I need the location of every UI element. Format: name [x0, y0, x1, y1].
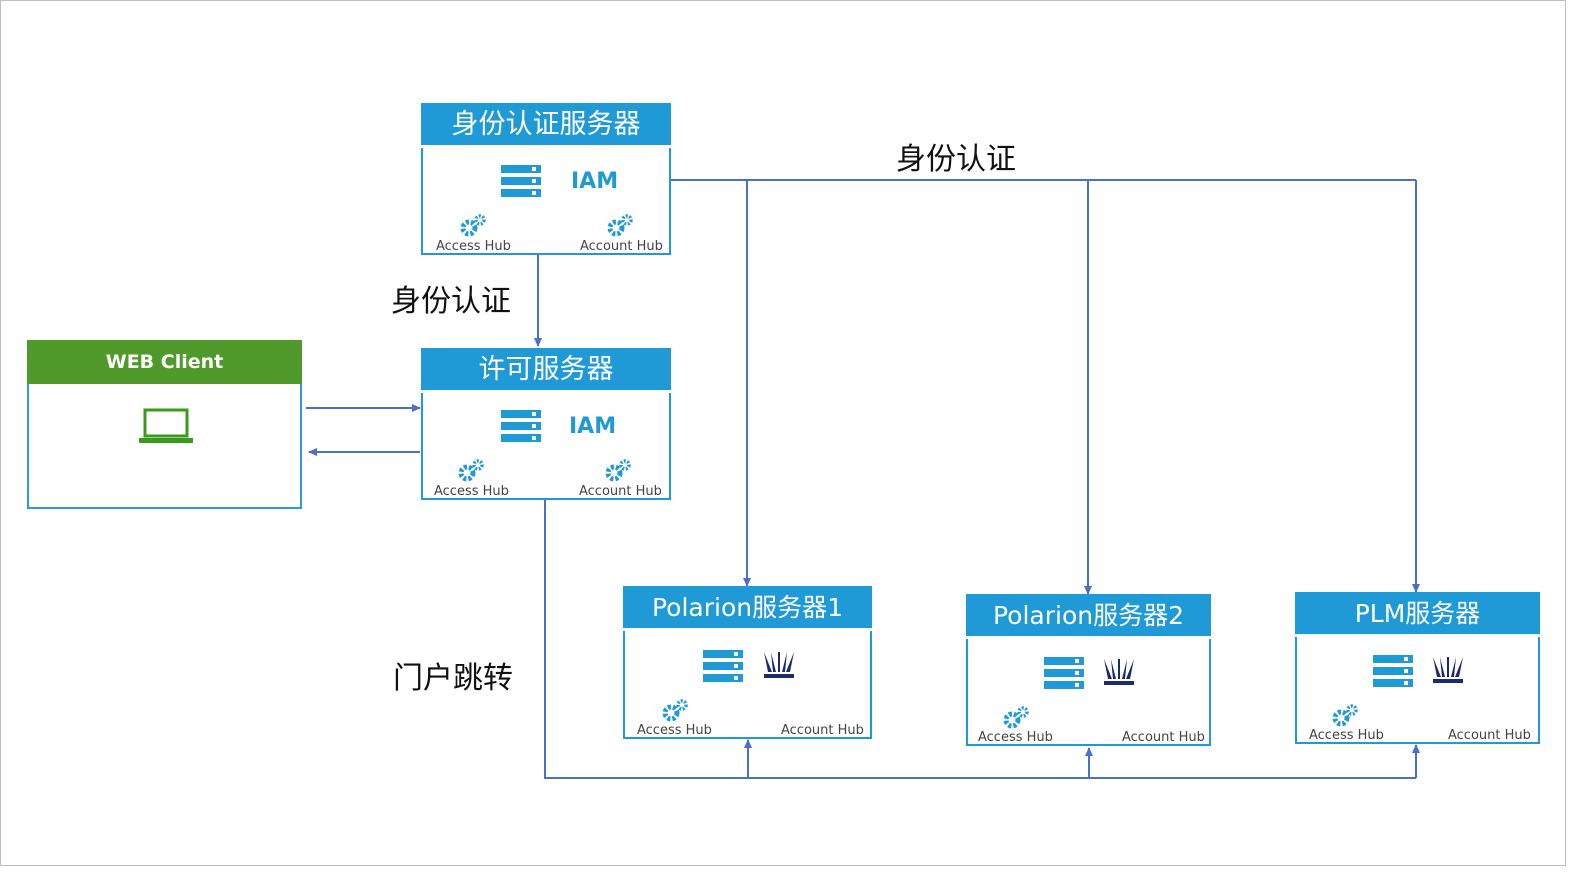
polarion-server-2-box: Polarion服务器2 Access Hub Account Hub [966, 594, 1211, 746]
iam-label: IAM [571, 169, 619, 194]
license-server-title: 许可服务器 [421, 348, 671, 393]
gear-icon [460, 214, 486, 237]
auth-server-box: 身份认证服务器 IAM Access Hub Account Hub [421, 103, 671, 255]
gear-icon [605, 459, 631, 482]
web-client-box: WEB Client [27, 340, 302, 509]
gear-icon [1332, 704, 1358, 727]
server-icon [703, 650, 743, 682]
access-hub-label: Access Hub [436, 239, 511, 254]
gear-icon [662, 699, 688, 722]
gear-icon [1003, 706, 1029, 729]
gear-icon [607, 214, 633, 237]
access-hub-label: Access Hub [637, 723, 712, 738]
account-hub-label: Account Hub [781, 723, 864, 738]
server-icon [1373, 655, 1413, 687]
gear-icon [458, 459, 484, 482]
polarion-server-1-title: Polarion服务器1 [623, 586, 872, 631]
label-auth-left: 身份认证 [391, 284, 511, 319]
polarion-server-2-title: Polarion服务器2 [966, 594, 1211, 639]
server-icon [501, 165, 541, 197]
iam-label: IAM [569, 414, 617, 439]
access-hub-label: Access Hub [434, 484, 509, 499]
access-hub-label: Access Hub [978, 730, 1053, 745]
wire-portal-bus [544, 500, 1416, 779]
laptop-icon [139, 408, 193, 443]
server-icon [1044, 657, 1084, 689]
label-auth-top: 身份认证 [896, 142, 1016, 177]
account-hub-label: Account Hub [580, 239, 663, 254]
account-hub-label: Account Hub [1448, 728, 1531, 743]
web-client-title: WEB Client [27, 340, 302, 384]
diagram-frame [0, 0, 1566, 866]
auth-server-title: 身份认证服务器 [421, 103, 671, 148]
label-portal-redirect: 门户跳转 [393, 661, 513, 696]
polarion-logo-icon [1104, 659, 1134, 685]
account-hub-label: Account Hub [1122, 730, 1205, 745]
polarion-server-1-box: Polarion服务器1 Access Hub Account Hub [623, 586, 872, 739]
polarion-logo-icon [1433, 657, 1463, 683]
license-server-box: 许可服务器 IAM Access Hub Account Hub [421, 348, 671, 500]
plm-server-title: PLM服务器 [1295, 592, 1540, 637]
plm-server-box: PLM服务器 Access Hub Account Hub [1295, 592, 1540, 744]
account-hub-label: Account Hub [579, 484, 662, 499]
polarion-logo-icon [764, 652, 794, 678]
access-hub-label: Access Hub [1309, 728, 1384, 743]
server-icon [501, 410, 541, 442]
